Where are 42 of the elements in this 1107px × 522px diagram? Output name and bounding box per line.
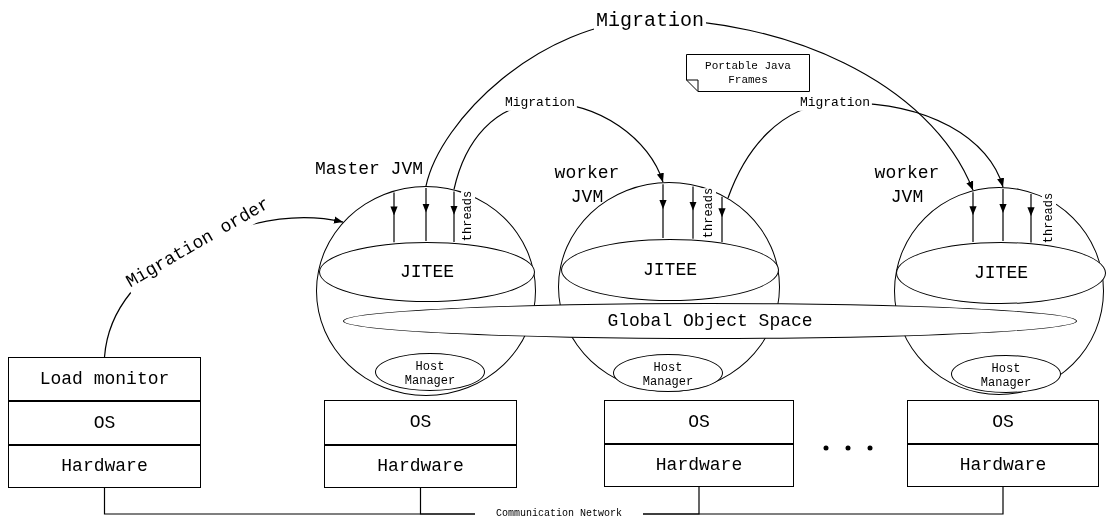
node-label: Host Manager [641, 360, 695, 389]
node-label: OS [688, 410, 710, 434]
node-label: Load monitor [39, 367, 170, 391]
jitee-ellipse [319, 242, 535, 302]
node-label: Host Manager [979, 361, 1033, 390]
layer-box [907, 444, 1099, 487]
layer-box [8, 401, 201, 445]
layer-box [604, 400, 794, 444]
node-label: OS [409, 411, 432, 434]
layer-box [604, 444, 794, 487]
node-label: Hardware [959, 454, 1047, 477]
jvm-label: worker JVM [553, 162, 621, 209]
layer-box [8, 445, 201, 488]
threads-label: threads [702, 187, 716, 239]
node-label: JITEE [643, 258, 697, 282]
layer-box [324, 445, 517, 488]
node-label: OS [992, 410, 1014, 434]
layer-box [907, 400, 1099, 444]
threads-label: threads [461, 190, 475, 242]
node-label: Hardware [655, 454, 743, 477]
jvm-label: Master JVM [314, 158, 424, 181]
edge-label: Migration [502, 94, 578, 112]
layer-box [8, 357, 201, 401]
layer-box [324, 400, 517, 445]
jvm-label: worker JVM [873, 162, 941, 209]
node-label: JITEE [400, 260, 454, 284]
node-label: Hardware [377, 455, 464, 478]
network-line [642, 486, 1004, 515]
node-label: Portable Java Frames [704, 59, 792, 87]
node-label: Global Object Space [607, 309, 813, 333]
note [686, 54, 810, 92]
node-label: Host Manager [403, 359, 457, 388]
node-label: OS [93, 411, 116, 435]
threads-label: threads [1042, 192, 1056, 244]
edge-label: Migration [797, 94, 873, 112]
jitee-ellipse [561, 239, 779, 301]
jitee-ellipse [896, 242, 1106, 304]
node-label: JITEE [974, 261, 1028, 285]
network-line [419, 487, 476, 515]
host-manager-ellipse [951, 355, 1061, 393]
node-label: Hardware [61, 455, 148, 478]
host-manager-ellipse [375, 353, 485, 391]
